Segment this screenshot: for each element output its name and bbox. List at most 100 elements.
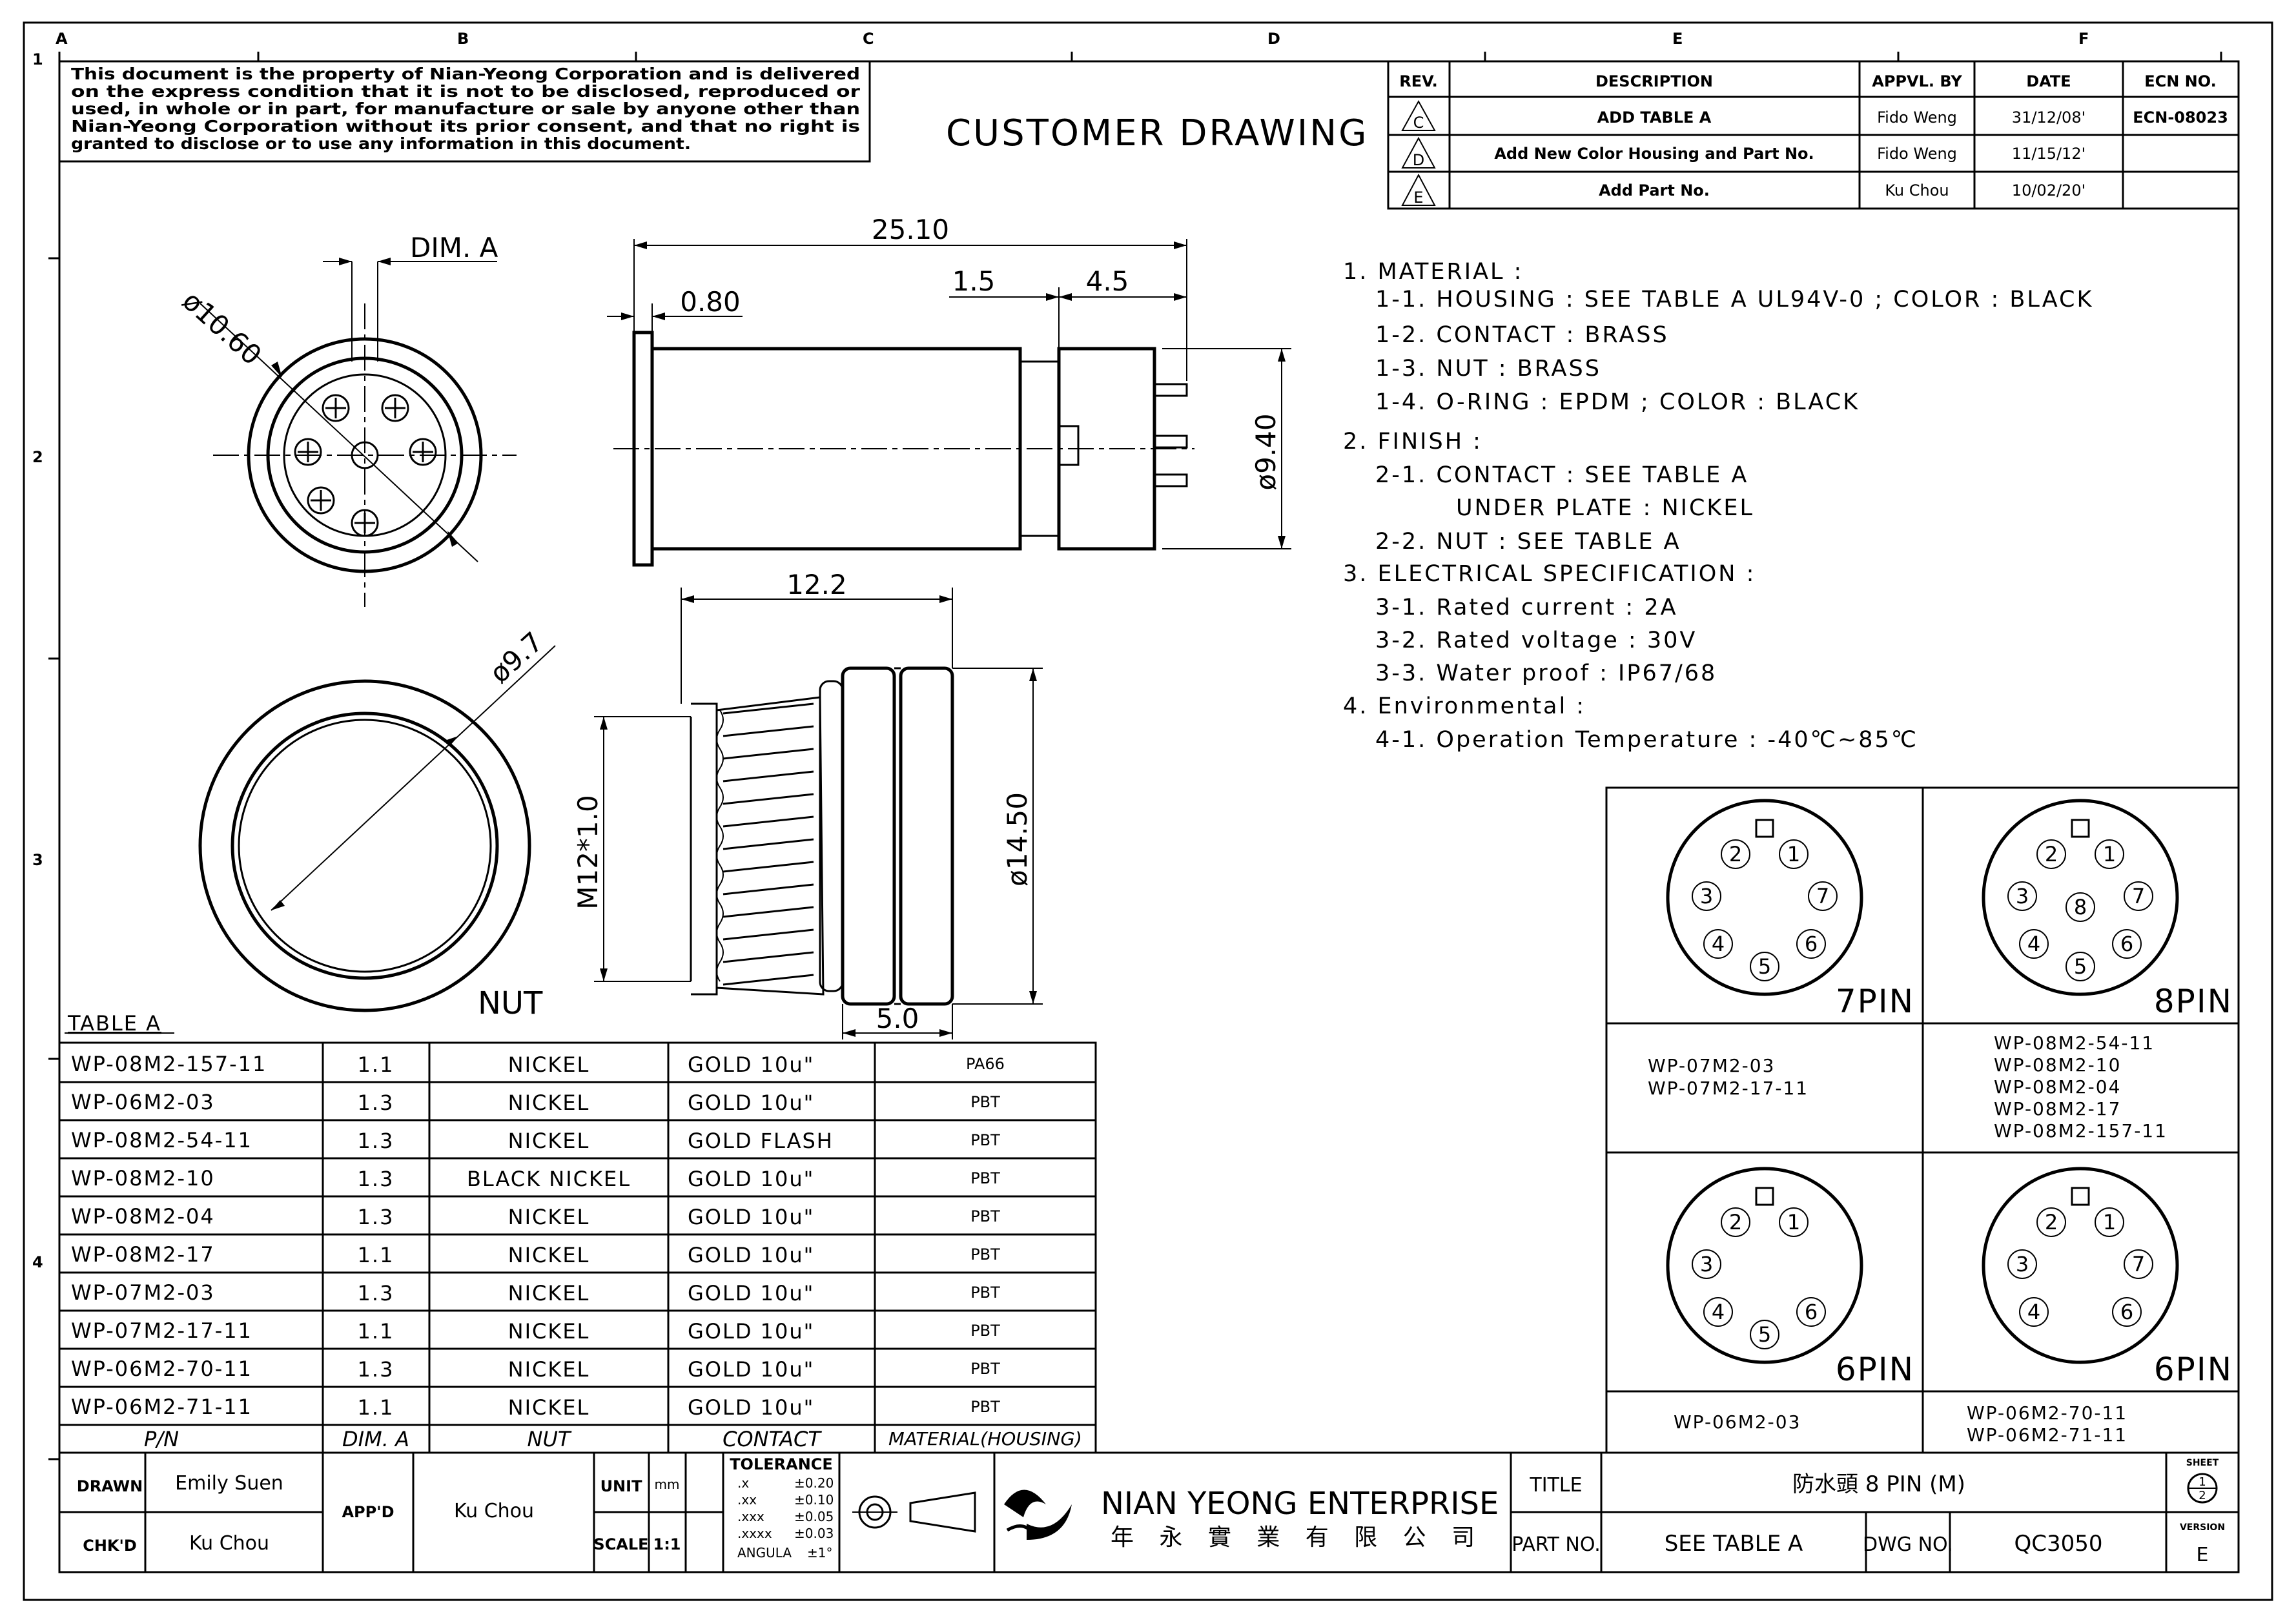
rev-header-ecn: ECN NO. (2144, 72, 2217, 90)
dim-0-80: 0.80 (680, 286, 741, 318)
table-cell-nut: NICKEL (508, 1395, 590, 1420)
spec-line-10: 3. ELECTRICAL SPECIFICATION : (1343, 561, 1756, 587)
title-block: DRAWN Emily Suen CHK'D Ku Chou APP'D Ku … (58, 1451, 2240, 1573)
table-cell-pn: WP-08M2-04 (71, 1204, 215, 1229)
table-cell-contact: GOLD 10u" (688, 1090, 814, 1115)
table-cell-pn: WP-06M2-71-11 (71, 1395, 252, 1419)
drawn-value: Emily Suen (175, 1472, 283, 1495)
table-cell-nut: NICKEL (508, 1129, 590, 1153)
table-cell-dim-a: 1.3 (358, 1129, 395, 1153)
pin-number: 7 (2132, 1252, 2145, 1276)
nut-view: ø9.7 NUT (198, 626, 556, 1021)
grid-col-e: E (1672, 30, 1683, 48)
table-cell-material: PBT (970, 1093, 1000, 1111)
spec-line-4: 1-3. NUT : BRASS (1375, 356, 1601, 382)
title-label: TITLE (1529, 1474, 1582, 1497)
pin-number: 4 (2027, 932, 2040, 956)
revision-table: REV. DESCRIPTION APPVL. BY DATE ECN NO. … (1387, 60, 2240, 210)
rev-header-description: DESCRIPTION (1595, 72, 1713, 90)
table-cell-dim-a: 1.1 (358, 1052, 395, 1077)
table-cell-material: PBT (970, 1322, 1000, 1340)
table-cell-nut: NICKEL (508, 1090, 590, 1115)
tolerance-value: ±0.10 (794, 1492, 834, 1508)
pin-part-no: WP-07M2-17-11 (1648, 1078, 1809, 1099)
spec-line-7: 2-1. CONTACT : SEE TABLE A (1375, 462, 1748, 488)
table-cell-contact: GOLD 10u" (688, 1281, 814, 1305)
table-cell-contact: GOLD 10u" (688, 1395, 814, 1420)
grid-row-4: 4 (32, 1253, 43, 1271)
table-cell-nut: NICKEL (508, 1319, 590, 1344)
table-row: WP-08M2-157-11 1.1 NICKEL GOLD 10u" PA66 (71, 1052, 1005, 1077)
rev-c-description: ADD TABLE A (1597, 108, 1712, 127)
notice-line-5: granted to disclose or to use any inform… (71, 134, 691, 153)
tolerance-value: ±0.05 (794, 1509, 834, 1524)
table-cell-dim-a: 1.1 (358, 1243, 395, 1267)
pin-number: 6 (2120, 932, 2133, 956)
tolerance-key: .x (737, 1475, 749, 1491)
pin-number: 8 (2074, 895, 2087, 919)
pin-label-8pin: 8PIN (2154, 983, 2233, 1020)
notice-line-3: used, in whole or in part, for manufactu… (71, 99, 860, 118)
tolerance-value: ±1° (807, 1545, 832, 1561)
pin-number: 2 (2045, 1210, 2058, 1234)
tolerance-value: ±0.03 (794, 1526, 834, 1541)
table-cell-material: PBT (970, 1131, 1000, 1149)
pin-number: 5 (2074, 954, 2087, 979)
scale-label: SCALE (593, 1535, 648, 1553)
rev-e-date: 10/02/20' (2012, 181, 2086, 200)
drawn-label: DRAWN (77, 1477, 143, 1495)
pin-number: 4 (2027, 1300, 2040, 1324)
spec-line-1: 1. MATERIAL : (1343, 259, 1523, 285)
rev-c: C (1413, 114, 1424, 132)
version-label: VERSION (2180, 1522, 2225, 1533)
dim-1-5: 1.5 (952, 265, 996, 297)
company-name-cn: 年 永 實 業 有 限 公 司 (1111, 1524, 1484, 1551)
spec-line-5: 1-4. O-RING : EPDM ; COLOR : BLACK (1375, 389, 1860, 415)
tolerance-key: .xxxx (737, 1526, 772, 1541)
table-cell-pn: WP-07M2-03 (71, 1280, 215, 1305)
table-header-nut: NUT (528, 1427, 572, 1451)
part-no-label: PART NO. (1512, 1533, 1601, 1556)
table-cell-nut: BLACK NICKEL (467, 1167, 631, 1191)
table-header-material: MATERIAL(HOUSING) (888, 1428, 1082, 1449)
spec-line-11: 3-1. Rated current : 2A (1375, 595, 1678, 620)
pin-number: 7 (2132, 884, 2145, 908)
pin-number: 4 (1712, 932, 1725, 956)
pin-number: 3 (2016, 884, 2029, 908)
table-row: WP-08M2-10 1.3 BLACK NICKEL GOLD 10u" PB… (71, 1166, 1000, 1191)
table-cell-nut: NICKEL (508, 1052, 590, 1077)
pin-number: 6 (2120, 1300, 2133, 1324)
version-value: E (2197, 1544, 2209, 1566)
pin-number: 2 (1729, 842, 1742, 866)
table-cell-material: PBT (970, 1398, 1000, 1416)
dim-dia-1060: ø10.60 (176, 285, 267, 371)
table-cell-contact: GOLD FLASH (688, 1129, 834, 1153)
table-cell-nut: NICKEL (508, 1243, 590, 1267)
table-cell-nut: NICKEL (508, 1281, 590, 1305)
sheet-total: 2 (2199, 1489, 2206, 1502)
pin-number: 1 (1787, 1210, 1800, 1234)
dwg-no-label: DWG NO. (1863, 1533, 1953, 1556)
table-cell-nut: NICKEL (508, 1205, 590, 1229)
table-cell-dim-a: 1.3 (358, 1090, 395, 1115)
table-cell-dim-a: 1.3 (358, 1357, 395, 1382)
rev-c-ecn: ECN-08023 (2133, 108, 2228, 127)
table-cell-material: PBT (970, 1169, 1000, 1187)
pin-part-no: WP-08M2-10 (1994, 1054, 2121, 1076)
sheet-number: 1 (2199, 1475, 2206, 1489)
rev-c-date: 31/12/08' (2012, 108, 2086, 127)
grid-references: A B C D E F 1 2 3 4 (32, 30, 2222, 1460)
company-logo-icon (1004, 1489, 1072, 1540)
property-notice: This document is the property of Nian-Ye… (58, 60, 871, 163)
pin-number: 5 (1758, 1322, 1771, 1347)
rev-d: D (1413, 151, 1424, 169)
pin-label-7pin: 7PIN (1836, 983, 1914, 1020)
table-row: WP-06M2-70-11 1.3 NICKEL GOLD 10u" PBT (71, 1356, 1000, 1382)
pin-part-no: WP-08M2-54-11 (1994, 1032, 2155, 1054)
table-header-pn: P/N (144, 1427, 179, 1451)
pin-part-no: WP-08M2-17 (1994, 1098, 2121, 1120)
pin-diagram-6pin-alt: 1 2 3 4 6 7 6PIN WP-06M2-70-11 WP-06M2-7… (1967, 1167, 2231, 1446)
pin-number: 5 (1758, 954, 1771, 979)
side-view-connector: 25.10 0.80 1.5 4.5 ø9.40 (607, 214, 1291, 567)
pin-part-no: WP-07M2-03 (1648, 1055, 1775, 1076)
